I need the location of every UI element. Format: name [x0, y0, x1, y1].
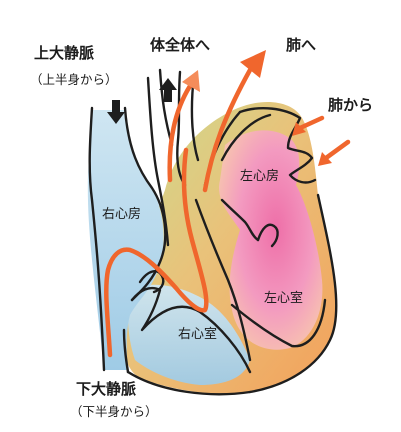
- from-lungs-label: 肺から: [328, 96, 373, 114]
- to-body-label: 体全体へ: [150, 36, 210, 54]
- right-atrium-label: 右心房: [102, 206, 141, 222]
- flow-to-body-arrowhead: [182, 70, 200, 92]
- superior-vena-cava-note: （上半身から）: [30, 72, 118, 87]
- inferior-vena-cava-note: （下半身から）: [70, 404, 158, 419]
- left-atrium-label: 左心房: [240, 168, 279, 184]
- flow-from-lungs-path-2: [326, 142, 348, 158]
- to-lungs-label: 肺へ: [286, 36, 316, 54]
- inferior-vena-cava-label: 下大静脈: [76, 380, 136, 398]
- right-ventricle-label: 右心室: [178, 326, 217, 342]
- left-ventricle-label: 左心室: [264, 290, 303, 306]
- superior-vena-cava-label: 上大静脈: [34, 44, 94, 62]
- flow-to-lungs-arrowhead: [240, 50, 266, 78]
